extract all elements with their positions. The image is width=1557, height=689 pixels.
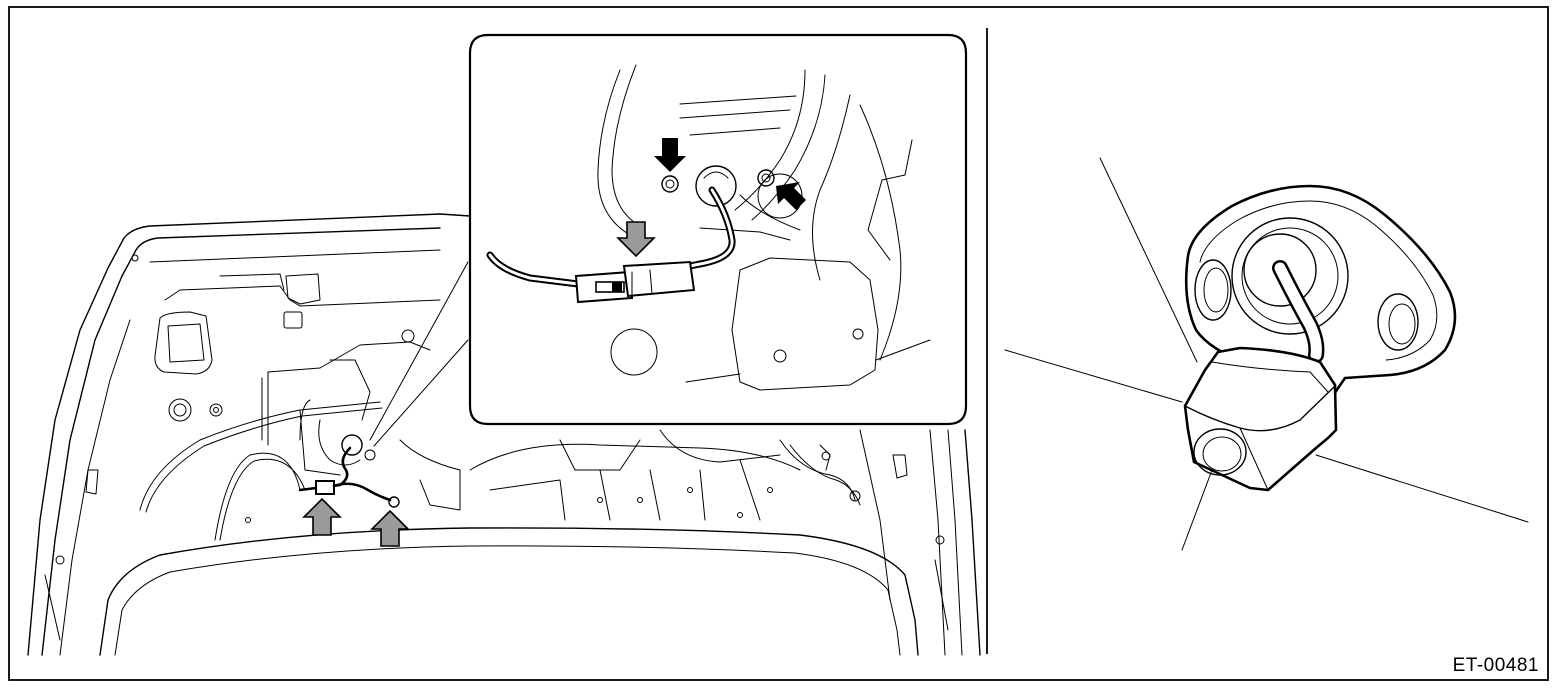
camera-harness-connector [574,260,696,304]
black-arrow-bolt-left [654,138,686,172]
figure-border [8,6,1549,681]
rear-view-camera-drawing [1004,157,1529,551]
gray-arrow-connector [302,497,342,536]
black-arrow-bolt-right [776,182,806,210]
rear-gate-panel-drawing [27,213,981,656]
gray-arrow-ground [370,509,410,547]
gray-arrow-inset-connector [616,221,656,258]
figure-code: ET-00481 [1452,655,1539,676]
detail-inset [468,33,968,426]
harness-connector [315,480,335,495]
